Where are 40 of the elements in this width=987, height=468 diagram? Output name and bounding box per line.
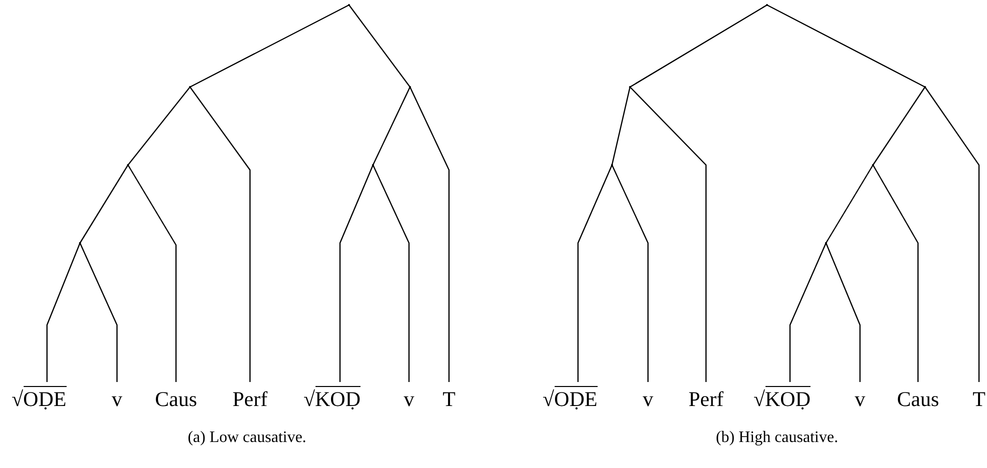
- figure-caption: (b) High causative.: [716, 428, 838, 448]
- tree-branch: [79, 164, 129, 244]
- tree-branch: [372, 164, 410, 382]
- tree-branch: [577, 164, 613, 382]
- leaf-label: T: [972, 386, 986, 413]
- tree-branch: [339, 164, 374, 382]
- tree-branch: [79, 242, 118, 382]
- tree-branch: [409, 86, 450, 382]
- tree-branch: [611, 86, 631, 166]
- tree-branch: [825, 242, 861, 382]
- leaf-label: v: [642, 386, 654, 413]
- tree-branch: [128, 86, 190, 166]
- tree-branch: [372, 86, 411, 166]
- figure-caption: (a) Low causative.: [188, 428, 306, 448]
- tree-branch: [872, 164, 919, 382]
- tree-branch: [789, 242, 827, 382]
- tree-branch: [190, 4, 350, 88]
- leaf-label: v: [854, 386, 866, 413]
- leaf-label: √OḌE: [12, 385, 66, 413]
- leaf-label: T: [442, 386, 456, 413]
- tree-branch: [924, 86, 980, 382]
- leaf-label: √KOḌ: [303, 385, 361, 413]
- leaf-label: √OḌE: [542, 385, 598, 413]
- tree-branch: [348, 4, 410, 88]
- tree-branch: [766, 4, 926, 88]
- tree-branch: [190, 86, 251, 382]
- leaf-label: Caus: [897, 386, 939, 413]
- leaf-label: Perf: [688, 386, 724, 413]
- tree-branch: [825, 164, 874, 244]
- tree-branch: [630, 86, 707, 382]
- tree-branch: [872, 86, 926, 166]
- tree-branch: [46, 242, 81, 382]
- leaf-label: v: [112, 386, 122, 413]
- tree-branch: [127, 164, 177, 382]
- leaf-label: Caus: [155, 386, 197, 413]
- tree-branch: [611, 164, 649, 382]
- leaf-label: √KOḌ: [753, 385, 811, 413]
- tree-branch: [630, 4, 768, 88]
- leaf-label: v: [404, 386, 414, 413]
- leaf-label: Perf: [232, 386, 268, 413]
